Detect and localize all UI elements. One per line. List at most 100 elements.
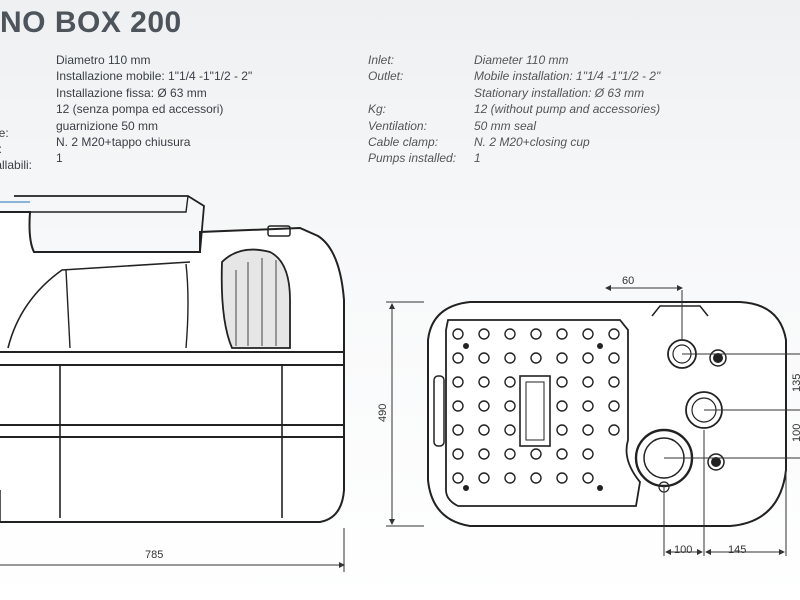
dim-top-offset: 60 [622, 275, 634, 287]
lid-hole [556, 472, 568, 484]
lid-hole [504, 376, 516, 388]
lid-hole-grid [452, 328, 620, 491]
lid-screw [597, 343, 603, 349]
dim-bottom-145: 145 [728, 544, 746, 556]
port-hatching [235, 258, 277, 346]
lid-hole [504, 352, 516, 364]
lid-hole [478, 448, 490, 460]
lid-hole [504, 328, 516, 340]
lid-hole [556, 328, 568, 340]
lid-hole [478, 376, 490, 388]
lid-hole [504, 448, 516, 460]
spec-label: Cable clamp: [368, 134, 439, 149]
spec-value: Stationary installation: Ø 63 mm [474, 85, 645, 100]
lid-hole [608, 424, 620, 436]
dim-right-100: 100 [791, 424, 800, 442]
spec-label: Ventilation: [368, 118, 427, 133]
lid-hole [556, 400, 568, 412]
spec-value: Mobile installation: 1"1/4 -1"1/2 - 2" [474, 69, 661, 84]
top-bolt [267, 225, 291, 237]
lid-hole [582, 424, 594, 436]
lid-hole [452, 448, 464, 460]
lid-hole [582, 472, 594, 484]
spec-label: Outlet: [368, 69, 404, 84]
cable-clamp [709, 349, 727, 367]
spec-label: Inlet: [368, 53, 395, 67]
lid-hole [504, 424, 516, 436]
lid-hole [478, 328, 490, 340]
body-contour [65, 269, 71, 349]
lid-hole [530, 472, 542, 484]
side-port [220, 248, 291, 349]
top-view [427, 301, 787, 527]
spec-value: Diameter 110 mm [474, 53, 569, 67]
lid-hole [608, 376, 620, 388]
lid-hole [478, 400, 490, 412]
spec-label: tallabili: [0, 158, 33, 173]
top-notch [651, 305, 709, 317]
lid-hole [582, 328, 594, 340]
lid-hole [478, 424, 490, 436]
spec-value: guarnizione 50 mm [56, 118, 159, 133]
lid-hole [452, 472, 464, 484]
side-view-dimensions [0, 201, 345, 572]
spec-label: o: [0, 141, 46, 157]
italian-spec-labels: ne: o: tallabili: [0, 59, 46, 174]
dim-bottom-100: 100 [674, 544, 692, 556]
spec-value: Installazione mobile: 1"1/4 -1"1/2 - 2" [56, 69, 253, 84]
spec-label: Pumps installed: [368, 151, 457, 166]
lid-hole [452, 376, 464, 388]
spec-value: 12 (senza pompa ed accessori) [56, 102, 224, 117]
center-slot [519, 375, 551, 447]
lid-hole [556, 424, 568, 436]
lid-screw [597, 485, 603, 491]
spec-value: 1 [474, 151, 481, 166]
italian-spec-values: Diametro 110 mm Installazione mobile: 1"… [56, 52, 252, 167]
lid-hole [504, 472, 516, 484]
lid-screw [463, 343, 469, 349]
center-slot-inner [525, 381, 545, 441]
lid-plate [445, 319, 641, 507]
tank-top-outline [427, 301, 787, 527]
lid-hole [452, 328, 464, 340]
lid-hole [556, 352, 568, 364]
lid-hole [556, 376, 568, 388]
lid-hole [452, 352, 464, 364]
lid-hole [452, 400, 464, 412]
top-view-dimensions [386, 285, 800, 556]
lid-hole [608, 328, 620, 340]
body-contour [7, 261, 191, 349]
lid-hole [582, 352, 594, 364]
top-lid-outline [30, 195, 189, 213]
side-view [0, 195, 345, 523]
cable-clamp-core [713, 353, 723, 363]
spec-value: Diametro 110 mm [56, 53, 151, 67]
lid-hole [582, 448, 594, 460]
spec-value: Installazione fissa: Ø 63 mm [56, 85, 207, 100]
top-lid-outline [14, 195, 205, 253]
lid-hole [530, 448, 542, 460]
lid-hole [530, 328, 542, 340]
lid-hole [582, 400, 594, 412]
spec-value: 50 mm seal [474, 118, 537, 133]
lid-hole [478, 472, 490, 484]
spec-value: N. 2 M20+closing cup [474, 134, 590, 149]
dim-right-135: 135 [791, 374, 800, 392]
spec-label: Kg: [368, 102, 387, 117]
dim-height: 490 [377, 404, 389, 422]
lid-hole [582, 376, 594, 388]
spec-value: 12 (without pump and accessories) [474, 102, 661, 117]
lid-hole [452, 424, 464, 436]
side-handle [433, 375, 445, 447]
spec-label: ne: [0, 125, 9, 140]
lid-screw [463, 485, 469, 491]
english-spec-labels: Inlet: Outlet: Kg: Ventilation: Cable cl… [368, 52, 456, 167]
lid-hole [530, 352, 542, 364]
cable-clamp [707, 453, 725, 471]
lid-hole [556, 448, 568, 460]
spec-value: N. 2 M20+tappo chiusura [56, 134, 191, 149]
cable-clamp-core [711, 457, 721, 467]
body-contour [185, 263, 189, 349]
tank-body-outline [0, 211, 345, 523]
